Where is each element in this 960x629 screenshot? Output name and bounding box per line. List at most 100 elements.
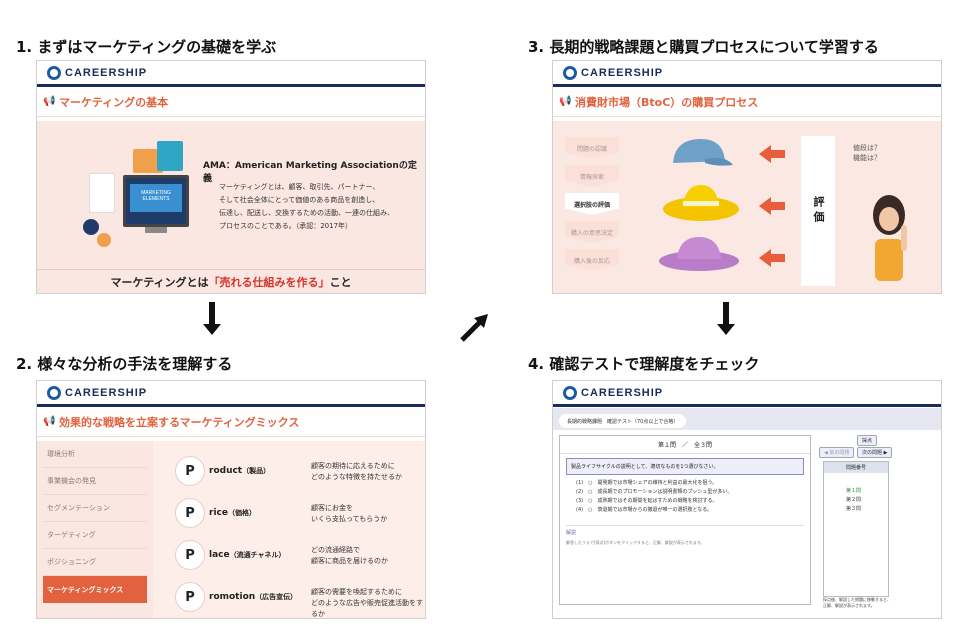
- document-illustration: [89, 173, 115, 213]
- logo-mark-icon: [563, 385, 577, 400]
- red-arrow-left-icon: [759, 197, 785, 215]
- sidebar-item[interactable]: 事業機会の発見: [43, 468, 147, 495]
- question-list-item[interactable]: 第１問: [846, 488, 862, 494]
- explanation-body: 解答したうえで[採点]ボタンをクリックすると、正解、解説が表示されます。: [566, 540, 705, 545]
- question-list-item[interactable]: 第３問: [846, 506, 862, 512]
- answer-option[interactable]: (3) ○ 成熟期ではその期間を延ばすための戦略を検討する。: [576, 498, 718, 504]
- megaphone-icon: 📢: [43, 96, 56, 107]
- megaphone-icon: 📢: [559, 96, 572, 107]
- p-letter: P: [175, 456, 205, 486]
- arrow-down-icon: [717, 302, 735, 335]
- slide-header: CAREERSHIP: [37, 61, 425, 87]
- yellow-hat-icon: [663, 185, 739, 221]
- question-list-header: 問題番号: [824, 462, 888, 473]
- explanation-label: 解説: [566, 525, 804, 536]
- slide-marketing-basics: CAREERSHIP 📢マーケティングの基本 MARKETING ELEMENT…: [36, 60, 426, 294]
- p-label-note: （製品）: [242, 467, 271, 475]
- slide-heading-text: 消費財市場（BtoC）の購買プロセス: [575, 95, 759, 109]
- sidebar-item[interactable]: セグメンテーション: [43, 495, 147, 522]
- prev-question-button[interactable]: ◀ 前の問題: [819, 447, 855, 458]
- process-step: 情報探索: [565, 165, 619, 187]
- step-3-title: 3. 長期的戦略課題と購買プロセスについて学習する: [528, 38, 879, 56]
- step-4-title: 4. 確認テストで理解度をチェック: [528, 355, 760, 373]
- answer-option[interactable]: (4) ○ 衰退期では市場からの撤退が唯一の選択肢となる。: [576, 507, 713, 513]
- p-description: 顧客の需要を喚起するために どのような広告や販売促進活動をするか: [311, 588, 423, 618]
- slide-purchase-process: CAREERSHIP 📢消費財市場（BtoC）の購買プロセス 問題の認識 情報探…: [552, 60, 942, 294]
- p-label-note: （流通チャネル）: [229, 551, 286, 559]
- sidebar-item[interactable]: ポジショニング: [43, 549, 147, 576]
- score-note: 採点後、解説した問題に移動すると、 正解、解説が表示されます。: [823, 597, 891, 608]
- monitor-screen-text: MARKETING ELEMENTS: [130, 184, 182, 212]
- p-label-note: （価格）: [227, 509, 256, 517]
- logo-text: CAREERSHIP: [581, 386, 664, 399]
- answer-option[interactable]: (1) ○ 開発期では市場シェアの維持と利益の最大化を狙う。: [576, 480, 718, 486]
- red-arrow-left-icon: [759, 249, 785, 267]
- monitor-stand: [145, 227, 167, 233]
- mix-row-product: P roduct（製品）: [175, 455, 319, 487]
- logo-text: CAREERSHIP: [581, 66, 664, 79]
- sidebar-item[interactable]: 環境分析: [43, 441, 147, 468]
- sidebar-item[interactable]: ターゲティング: [43, 522, 147, 549]
- slide-heading: 📢消費財市場（BtoC）の購買プロセス: [553, 87, 941, 117]
- footer-highlight: 「売れる仕組みを作る」: [208, 275, 330, 289]
- score-button[interactable]: 採点: [857, 435, 878, 446]
- footer-text: マーケティングとは: [110, 275, 209, 289]
- p-letter: P: [175, 582, 205, 612]
- question-panel: 第１問 ／ 全３問 製品ライフサイクルの説明として、適切なものを1つ選びなさい。…: [559, 435, 811, 605]
- footer-text-suffix: こと: [329, 275, 352, 289]
- slide-footer: マーケティングとは 「売れる仕組みを作る」 こと: [37, 269, 425, 293]
- logo-mark-icon: [563, 65, 577, 80]
- careership-logo: CAREERSHIP: [47, 65, 148, 80]
- p-description: 顧客の期待に応えるために どのような特徴を持たせるか: [311, 462, 402, 481]
- p-label-main: romotion: [209, 592, 256, 602]
- question-list-item[interactable]: 第２問: [846, 497, 862, 503]
- monitor-illustration: MARKETING ELEMENTS: [123, 175, 189, 227]
- sidebar-item-active[interactable]: マーケティングミックス: [43, 576, 147, 603]
- p-label-note: （広告宣伝）: [255, 593, 298, 601]
- slide-header: CAREERSHIP: [553, 381, 941, 407]
- thinking-woman-illustration: [873, 195, 907, 281]
- question-text: 製品ライフサイクルの説明として、適切なものを1つ選びなさい。: [566, 458, 804, 475]
- p-label-main: lace: [209, 550, 230, 560]
- careership-logo: CAREERSHIP: [47, 385, 148, 400]
- logo-text: CAREERSHIP: [65, 66, 148, 79]
- slide-heading: 📢効果的な戦略を立案するマーケティングミックス: [37, 407, 425, 437]
- p-label: lace（流通チャネル）: [209, 550, 319, 560]
- ama-definition-title: AMA：American Marketing Associationの定義: [203, 161, 417, 184]
- question-number-list: 問題番号 第１問 第２問 第３問: [823, 461, 889, 597]
- slide-heading-text: マーケティングの基本: [59, 95, 169, 109]
- mix-row-place: P lace（流通チャネル）: [175, 539, 319, 571]
- analysis-sidebar: 環境分析 事業機会の発見 セグメンテーション ターゲティング ポジショニング マ…: [37, 441, 153, 618]
- mix-row-price: P rice（価格）: [175, 497, 319, 529]
- p-label-main: rice: [209, 508, 228, 518]
- red-arrow-left-icon: [759, 145, 785, 163]
- step-2-title: 2. 様々な分析の手法を理解する: [16, 355, 233, 373]
- p-label: romotion（広告宣伝）: [209, 592, 319, 602]
- slide-header: CAREERSHIP: [553, 61, 941, 87]
- process-step: 問題の認識: [565, 137, 619, 159]
- process-step: 購入の意思決定: [565, 221, 619, 243]
- quiz-tab[interactable]: 長期的戦略課題 確認テスト（70点以上で合格）: [559, 414, 687, 428]
- careership-logo: CAREERSHIP: [563, 385, 664, 400]
- p-letter: P: [175, 540, 205, 570]
- slide-header: CAREERSHIP: [37, 381, 425, 407]
- thought-text: 値段は？ 機能は？: [853, 144, 881, 162]
- p-letter: P: [175, 498, 205, 528]
- process-step: 購入後の反応: [565, 249, 619, 271]
- p-label: roduct（製品）: [209, 466, 319, 476]
- p-label: rice（価格）: [209, 508, 319, 518]
- step-1-title: 1. まずはマーケティングの基礎を学ぶ: [16, 38, 277, 56]
- arrow-up-right-icon: [460, 314, 488, 342]
- ama-definition-body: マーケティングとは、顧客、取引先、パートナー、 そして社会全体にとって価値のある…: [219, 183, 394, 230]
- blue-card-illustration: [157, 141, 183, 171]
- p-label-main: roduct: [209, 466, 243, 476]
- slide-heading: 📢マーケティングの基本: [37, 87, 425, 117]
- logo-text: CAREERSHIP: [65, 386, 148, 399]
- arrow-down-icon: [203, 302, 221, 335]
- slide-quiz: CAREERSHIP 長期的戦略課題 確認テスト（70点以上で合格） 第１問 ／…: [552, 380, 942, 619]
- next-question-button[interactable]: 次の問題 ▶: [857, 447, 893, 458]
- answer-option[interactable]: (2) ○ 成長期でのプロモーションは説明書類のプッシュ型が多い。: [576, 489, 733, 495]
- process-step-active: 選択肢の評価: [565, 193, 619, 215]
- blue-cap-icon: [673, 139, 733, 166]
- play-button-icon: [83, 219, 99, 235]
